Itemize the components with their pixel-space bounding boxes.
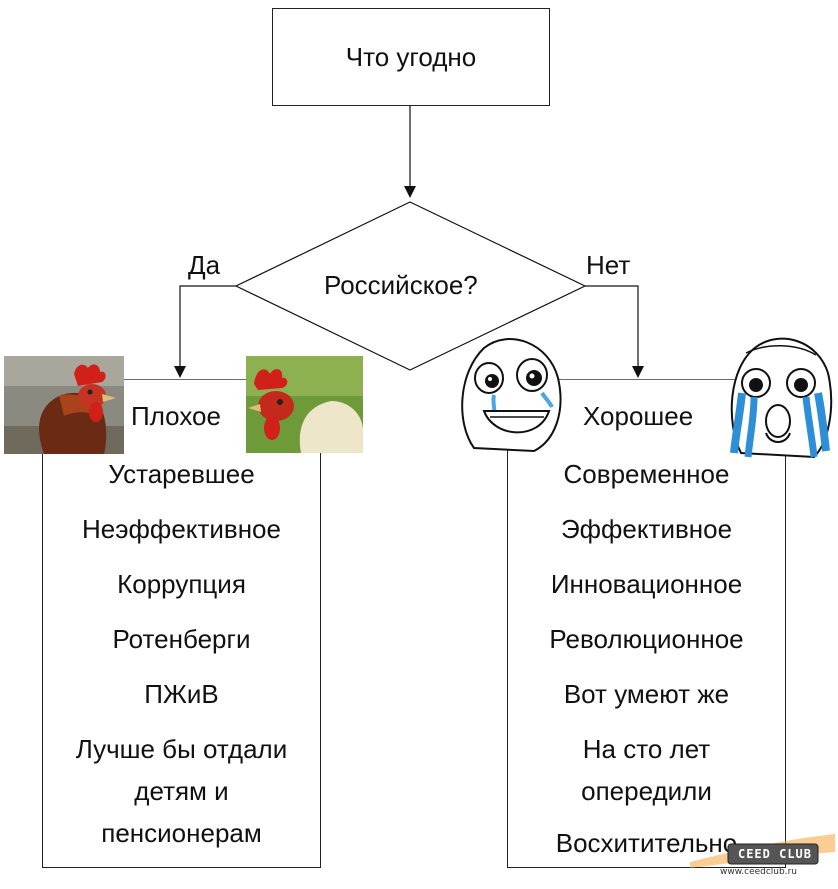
list-item: Эффективное — [560, 514, 733, 544]
list-item: Коррупция — [117, 569, 246, 599]
list-item: Устаревшее — [108, 459, 255, 489]
watermark: CEED CLUB www.ceedclub.ru — [690, 822, 835, 884]
decision-diamond — [234, 201, 587, 371]
list-item: ПЖиВ — [144, 679, 219, 709]
watermark-logo: CEED CLUB — [737, 847, 813, 861]
arrow-no — [585, 285, 644, 378]
yes-label: Да — [188, 250, 221, 280]
watermark-url: www.ceedclub.ru — [720, 867, 797, 877]
bad-list: Устаревшее Неэффективное Коррупция Ротен… — [42, 447, 321, 854]
list-item: Инновационное — [550, 569, 743, 599]
list-item: Неэффективное — [82, 514, 281, 544]
bad-title: Плохое — [131, 401, 221, 431]
rooster-photo-left — [4, 356, 124, 454]
arrow-yes — [174, 285, 236, 378]
list-item: Революционное — [549, 624, 744, 654]
good-title: Хорошее — [583, 401, 694, 431]
rooster-photo-right — [246, 356, 363, 453]
list-item: Восхитительно — [555, 828, 738, 858]
good-list: Современное Эффективное Инновационное Ре… — [507, 447, 786, 871]
start-box: Что угодно — [272, 8, 550, 106]
list-item: Вот умеют же — [563, 679, 730, 709]
crying-meme-face — [726, 333, 834, 463]
list-item: Лучше бы отдали детям и пенсионерам — [75, 734, 288, 848]
list-item: Ротенберги — [112, 624, 251, 654]
bad-list-box — [42, 380, 321, 868]
watermark-logo-mark — [690, 834, 835, 868]
happy-meme-face — [454, 333, 564, 455]
decision-text: Российское? — [324, 270, 478, 300]
list-item: Современное — [563, 459, 730, 489]
list-item: На сто лет опередили — [581, 734, 712, 806]
no-label: Нет — [586, 250, 631, 280]
good-list-box — [507, 380, 786, 868]
start-text: Что угодно — [345, 41, 477, 72]
